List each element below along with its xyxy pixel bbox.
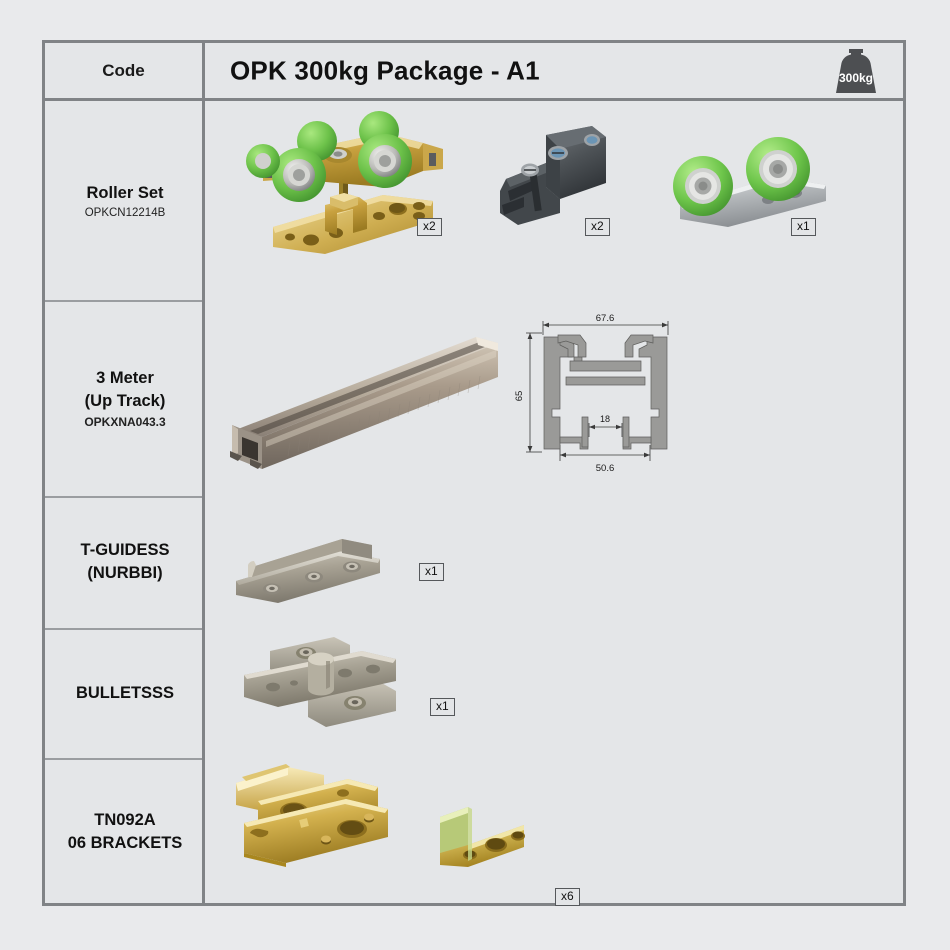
aluminium-track-photo (228, 333, 503, 473)
door-stopper-photo (488, 121, 613, 226)
angle-bracket-photo (434, 799, 529, 877)
pivot-bullet-plates-photo (230, 629, 420, 749)
dim-inner-gap: 18 (600, 414, 610, 424)
twin-wheel-guide-photo (658, 131, 833, 231)
t-guide-bracket-photo (230, 519, 390, 609)
spec-sheet: Code OPK 300kg Package - A1 300kg Roller… (42, 40, 906, 907)
header-code-label: Code (102, 60, 145, 80)
row-label-tn092a-brackets: TN092A 06 BRACKETS (45, 758, 205, 906)
code-column: Roller Set OPKCN12214B 3 Meter (Up Track… (45, 101, 205, 903)
row-separator (45, 628, 202, 630)
header-title-cell: OPK 300kg Package - A1 300kg (208, 43, 903, 98)
qty-badge: x1 (791, 218, 816, 237)
row-separator (45, 300, 202, 302)
sheet-header: Code OPK 300kg Package - A1 300kg (45, 43, 903, 101)
qty-badge: x2 (585, 218, 610, 237)
qty-badge: x2 (417, 218, 442, 237)
row-separator (45, 758, 202, 760)
row-label-line2: 06 BRACKETS (67, 834, 183, 852)
row-label-line2: (NURBBI) (87, 564, 163, 582)
header-code-cell: Code (45, 43, 205, 98)
dim-bottom-width: 50.6 (596, 463, 615, 474)
row-label-line1: T-GUIDESS (80, 541, 170, 560)
dim-top-width: 67.6 (596, 313, 615, 324)
roller-carriage-photo (233, 109, 443, 269)
row-label-t-guidess: T-GUIDESS (NURBBI) (45, 496, 205, 628)
product-column: x2 (208, 101, 903, 907)
row-label-line1: TN092A (94, 811, 156, 830)
qty-badge: x1 (430, 698, 455, 717)
row-label-text: Roller Set (86, 184, 164, 203)
dim-height: 65 (514, 391, 525, 402)
row-label-line1: 3 Meter (96, 369, 154, 388)
track-cross-section-drawing: 67.6 65 18 50.6 (508, 297, 708, 477)
page-title: OPK 300kg Package - A1 (230, 55, 540, 85)
weight-badge-text: 300kg (838, 70, 874, 85)
qty-badge: x1 (419, 563, 444, 582)
row-code-text: OPKCN12214B (84, 206, 166, 219)
row-label-bulletsss: BULLETSSS (45, 628, 205, 758)
qty-badge: x6 (555, 888, 580, 907)
main-bracket-photo (228, 761, 443, 881)
sheet-body: Roller Set OPKCN12214B 3 Meter (Up Track… (45, 101, 903, 907)
row-label-up-track: 3 Meter (Up Track) OPKXNA043.3 (45, 300, 205, 496)
row-label-text: BULLETSSS (75, 683, 175, 702)
row-label-line2: (Up Track) (84, 392, 166, 410)
weight-badge-icon: 300kg (827, 48, 885, 93)
row-code-text: OPKXNA043.3 (84, 414, 166, 429)
row-separator (45, 496, 202, 498)
row-label-roller-set: Roller Set OPKCN12214B (45, 101, 205, 300)
